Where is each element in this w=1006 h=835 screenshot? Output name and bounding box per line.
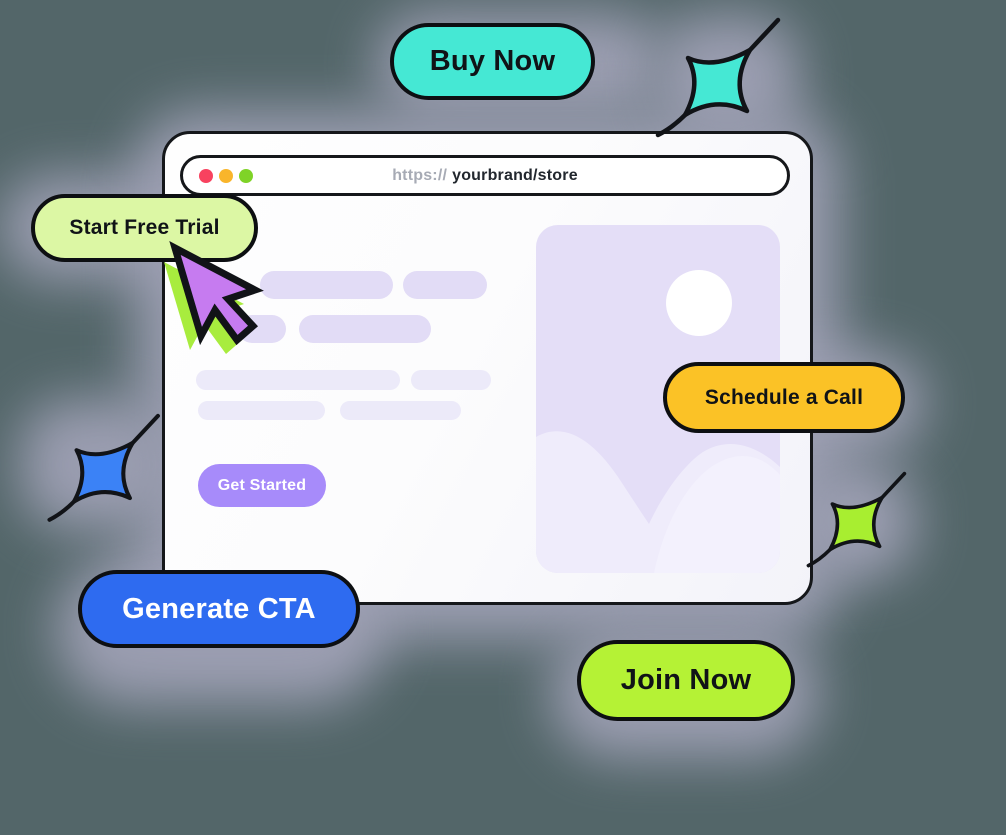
teal-sparkle-icon [655,17,781,138]
schedule-a-call-pill[interactable]: Schedule a Call [663,362,905,433]
text-placeholder-bar [403,271,487,299]
mountains-graphic [536,431,780,573]
text-placeholder-bar [411,370,491,390]
traffic-light-green[interactable] [239,168,253,183]
url-domain: yourbrand/store [452,166,578,184]
start-free-trial-pill[interactable]: Start Free Trial [31,194,258,262]
avatar-circle [666,270,732,336]
text-placeholder-bar [196,370,400,390]
blue-sparkle-icon [47,413,160,522]
get-started-button[interactable]: Get Started [198,464,326,507]
traffic-light-yellow[interactable] [219,168,233,183]
url-scheme: https:// [392,166,448,184]
text-placeholder-bar [299,315,431,343]
generate-cta-pill[interactable]: Generate CTA [78,570,360,648]
cursor-icon [164,241,264,354]
traffic-light-red[interactable] [199,168,213,183]
text-placeholder-bar [340,401,461,420]
join-now-pill[interactable]: Join Now [577,640,795,721]
text-placeholder-bar [198,401,325,420]
address-bar[interactable]: https://yourbrand/store [180,155,790,196]
text-placeholder-bar [260,271,393,299]
lime-sparkle-icon [806,471,907,568]
window-controls [199,168,253,183]
buy-now-pill[interactable]: Buy Now [390,23,595,100]
url-text: https://yourbrand/store [183,167,787,185]
